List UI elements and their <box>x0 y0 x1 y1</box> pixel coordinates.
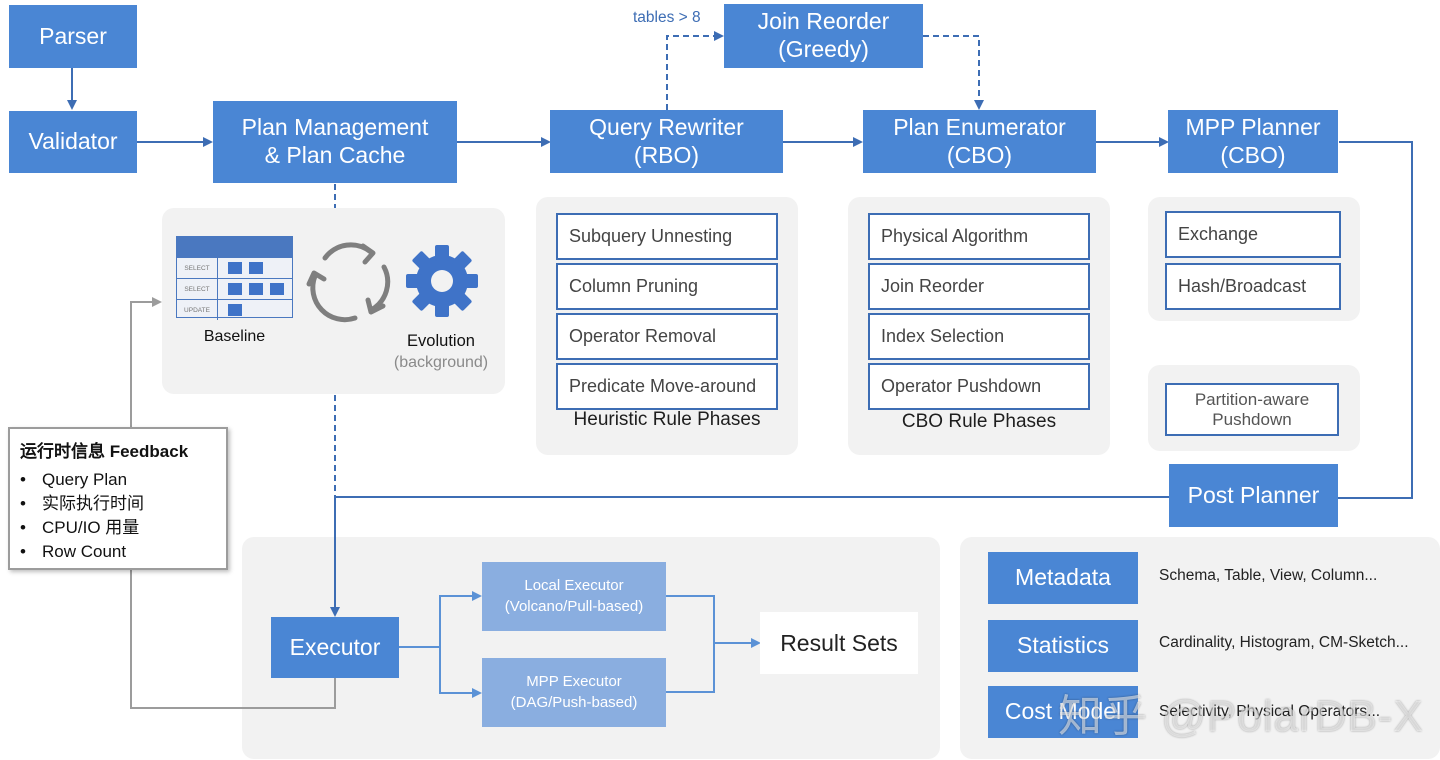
rule-item: Index Selection <box>868 313 1090 360</box>
query-rewriter-box: Query Rewriter (RBO) <box>550 110 783 173</box>
plan-cache-label: & Plan Cache <box>264 142 406 168</box>
plan-management-box: Plan Management & Plan Cache <box>213 101 457 183</box>
join-reorder-box: Join Reorder (Greedy) <box>724 4 923 68</box>
mpp-executor-label: MPP Executor <box>526 673 622 691</box>
heuristic-rules-list: Subquery Unnesting Column Pruning Operat… <box>556 213 778 410</box>
bullet-icon: • <box>20 470 26 489</box>
cost-model-label: Cost Model <box>1004 698 1122 725</box>
pushdown-label: Pushdown <box>1212 409 1292 429</box>
feedback-item-text: 实际执行时间 <box>42 494 144 513</box>
statistics-label: Statistics <box>1016 632 1110 659</box>
cost-model-box: Cost Model <box>988 686 1138 738</box>
baseline-row: SELECT <box>177 278 292 299</box>
heuristic-caption: Heuristic Rule Phases <box>573 409 761 430</box>
baseline-row: UPDATE <box>177 299 292 320</box>
rule-item: Physical Algorithm <box>868 213 1090 260</box>
feedback-title: 运行时信息 Feedback <box>20 442 189 461</box>
join-reorder-label: Join Reorder <box>757 8 890 35</box>
join-reorder-condition: tables > 8 <box>633 9 701 26</box>
evolution-subtitle: (background) <box>393 354 489 371</box>
bullet-icon: • <box>20 518 26 537</box>
feedback-item: • 实际执行时间 <box>20 492 216 516</box>
rule-item: Exchange <box>1165 211 1341 258</box>
baseline-plan-block <box>249 283 263 295</box>
validator-label: Validator <box>28 128 118 155</box>
baseline-plan-block <box>228 283 242 295</box>
local-executor-box: Local Executor (Volcano/Pull-based) <box>482 562 666 631</box>
baseline-plan-block <box>249 262 263 274</box>
mpp-planner-sub: (CBO) <box>1220 141 1286 168</box>
feedback-item-text: CPU/IO 用量 <box>42 518 140 537</box>
baseline-row: SELECT <box>177 257 292 278</box>
query-rewriter-sub: (RBO) <box>633 141 700 168</box>
cycle-arrows-icon <box>306 242 391 323</box>
evolution-label: Evolution (background) <box>380 331 502 373</box>
baseline-row-label: SELECT <box>177 258 218 278</box>
executor-label: Executor <box>289 633 381 660</box>
runtime-feedback-box: 运行时信息 Feedback • Query Plan • 实际执行时间 • CPU/… <box>8 427 228 570</box>
metadata-desc: Schema, Table, View, Column... <box>1159 567 1378 584</box>
rule-item: Subquery Unnesting <box>556 213 778 260</box>
dashed-joinreorder-enumerator <box>923 35 984 110</box>
baseline-label: Baseline <box>203 328 266 345</box>
gear-icon <box>406 245 478 317</box>
local-executor-sub: (Volcano/Pull-based) <box>504 597 644 615</box>
statistics-box: Statistics <box>988 620 1138 672</box>
feedback-item-text: Row Count <box>42 542 127 561</box>
feedback-item: • Row Count <box>20 540 216 564</box>
local-executor-label: Local Executor <box>524 577 624 595</box>
rule-item: Hash/Broadcast <box>1165 263 1341 310</box>
cost-model-desc: Selectivity, Physical Operators... <box>1159 703 1381 720</box>
bullet-icon: • <box>20 542 26 561</box>
cbo-rules-list: Physical Algorithm Join Reorder Index Se… <box>868 213 1090 410</box>
plan-enumerator-sub: (CBO) <box>946 141 1013 168</box>
plan-enumerator-label: Plan Enumerator <box>893 113 1066 140</box>
bullet-icon: • <box>20 494 26 513</box>
rule-item: Join Reorder <box>868 263 1090 310</box>
post-planner-box: Post Planner <box>1169 464 1338 527</box>
join-reorder-sub: (Greedy) <box>778 36 869 62</box>
rule-item: Column Pruning <box>556 263 778 310</box>
validator-box: Validator <box>9 111 137 173</box>
baseline-row-label: SELECT <box>177 279 218 299</box>
parser-label: Parser <box>39 22 107 49</box>
feedback-item: • Query Plan <box>20 468 216 492</box>
mpp-executor-sub: (DAG/Push-based) <box>510 693 638 711</box>
statistics-desc: Cardinality, Histogram, CM-Sketch... <box>1159 634 1409 651</box>
rule-item: Operator Pushdown <box>868 363 1090 410</box>
metadata-label: Metadata <box>1015 564 1111 591</box>
query-rewriter-label: Query Rewriter <box>589 113 744 140</box>
mpp-rules-list: Exchange Hash/Broadcast <box>1165 211 1341 310</box>
baseline-plan-block <box>270 283 284 295</box>
parser-box: Parser <box>9 5 137 68</box>
feedback-item: • CPU/IO 用量 <box>20 516 216 540</box>
rule-item: Operator Removal <box>556 313 778 360</box>
mpp-executor-box: MPP Executor (DAG/Push-based) <box>482 658 666 727</box>
rule-item: Predicate Move-around <box>556 363 778 410</box>
evolution-title: Evolution <box>407 332 475 350</box>
result-sets-label: Result Sets <box>780 629 898 656</box>
post-planner-label: Post Planner <box>1187 481 1320 508</box>
feedback-list: • Query Plan • 实际执行时间 • CPU/IO 用量 • Row Coun… <box>20 468 216 564</box>
baseline-plan-block <box>228 262 242 274</box>
mpp-planner-box: MPP Planner (CBO) <box>1168 110 1338 173</box>
metadata-box: Metadata <box>988 552 1138 604</box>
dashed-rewriter-joinreorder <box>666 31 724 110</box>
plan-enumerator-box: Plan Enumerator (CBO) <box>863 110 1096 173</box>
baseline-plan-block <box>228 304 242 316</box>
mpp-planner-label: MPP Planner <box>1185 113 1321 140</box>
baseline-row-label: UPDATE <box>177 300 218 320</box>
plan-management-label: Plan Management <box>241 114 429 141</box>
watermark: 知乎 @PolarDB-X <box>1058 692 1424 741</box>
result-sets-box: Result Sets <box>760 612 918 674</box>
partition-aware-label: Partition-aware <box>1194 389 1310 409</box>
cbo-caption: CBO Rule Phases <box>901 411 1057 432</box>
partition-pushdown-rule: Partition-aware Pushdown <box>1165 383 1339 436</box>
executor-box: Executor <box>271 617 399 678</box>
feedback-item-text: Query Plan <box>42 470 128 489</box>
